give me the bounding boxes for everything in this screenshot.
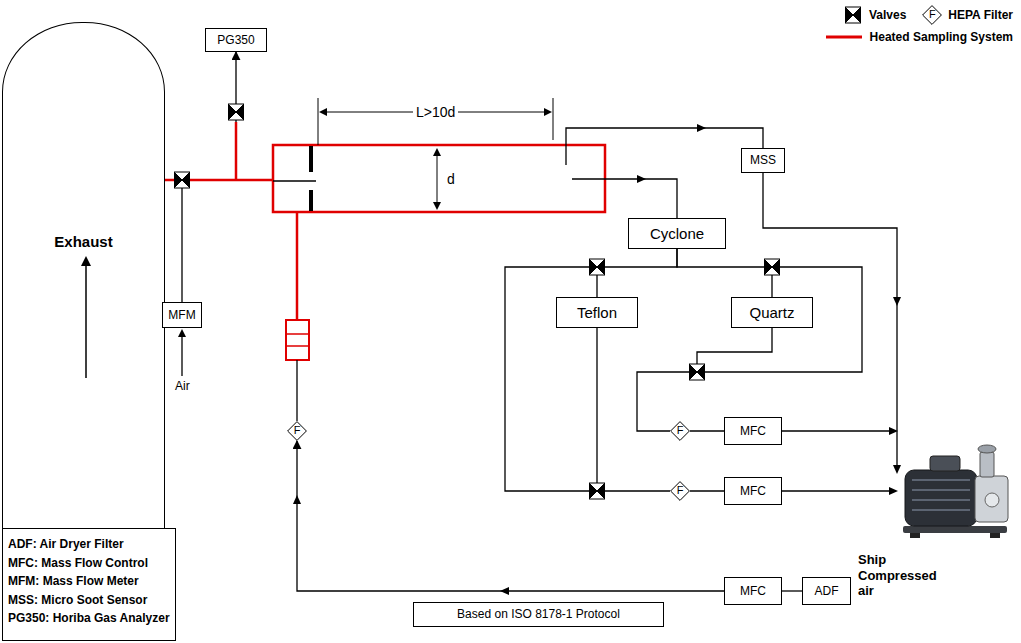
flow-controller-box: MFC bbox=[724, 417, 782, 445]
filter-holder-box: Teflon bbox=[556, 297, 638, 328]
box-label: Exhaust bbox=[54, 233, 112, 251]
flow-meter-box: MFM bbox=[162, 302, 202, 328]
heated-line-sample bbox=[826, 36, 862, 39]
flow-line bbox=[597, 249, 677, 297]
hepa-filter: F bbox=[670, 481, 690, 501]
dimension-label: L>10d bbox=[413, 104, 458, 121]
flow-line bbox=[637, 328, 772, 431]
dimension-label: d bbox=[447, 171, 455, 188]
box-label: Cyclone bbox=[650, 225, 704, 243]
inlet-label: Air bbox=[175, 379, 190, 393]
box-label: F bbox=[677, 424, 684, 437]
box-label: Based on ISO 8178-1 Protocol bbox=[457, 607, 620, 621]
abbreviation-line: MFM: Mass Flow Meter bbox=[8, 572, 170, 591]
heated-line-symbol bbox=[824, 32, 864, 42]
flow-line bbox=[297, 441, 724, 591]
filter-holder-box: Quartz bbox=[731, 297, 813, 328]
valve-symbol bbox=[843, 5, 863, 25]
filter-outline bbox=[671, 482, 690, 501]
legend-text: Valves bbox=[869, 8, 906, 22]
exhaust-stack: Exhaust bbox=[2, 22, 165, 612]
analyzer-box: PG350 bbox=[205, 28, 267, 52]
flow-line bbox=[690, 490, 724, 491]
abbreviation-line: MFC: Mass Flow Control bbox=[8, 554, 170, 573]
flow-line bbox=[690, 430, 724, 431]
box-label: Teflon bbox=[577, 304, 617, 322]
flow-controller-box: MFC bbox=[724, 577, 782, 605]
filter-letter: F bbox=[929, 8, 936, 21]
filter-outline bbox=[923, 6, 942, 25]
filter-outline bbox=[288, 422, 307, 441]
legend-row: Valves F HEPA Filter bbox=[824, 4, 1013, 26]
flow-controller-box: MFC bbox=[724, 477, 782, 505]
hepa-filter: F bbox=[670, 421, 690, 441]
dryer-box: ADF bbox=[802, 577, 851, 605]
legend-row: Heated Sampling System bbox=[824, 26, 1013, 48]
cyclone-box: Cyclone bbox=[628, 218, 726, 249]
box-label: ADF bbox=[815, 584, 839, 598]
filter-symbol: F bbox=[922, 5, 942, 25]
box-label: Quartz bbox=[749, 304, 794, 322]
box-label: MFC bbox=[740, 484, 766, 498]
hepa-filter: F bbox=[287, 421, 307, 441]
protocol-note-box: Based on ISO 8178-1 Protocol bbox=[413, 602, 664, 627]
box-label: MFC bbox=[740, 424, 766, 438]
box-label: MSS bbox=[750, 153, 776, 167]
box-label: MFM bbox=[168, 308, 195, 322]
supply-label: Ship Compressed air bbox=[858, 552, 942, 599]
abbreviation-box: ADF: Air Dryer FilterMFC: Mass Flow Cont… bbox=[2, 528, 176, 641]
sensor-box: MSS bbox=[741, 148, 785, 173]
box-label: F bbox=[677, 484, 684, 497]
flow-line bbox=[165, 52, 236, 180]
legend: Valves F HEPA FilterHeated Sampling System bbox=[824, 4, 1013, 48]
box-label: MFC bbox=[740, 584, 766, 598]
flow-line bbox=[782, 590, 802, 591]
box-label: F bbox=[294, 424, 301, 437]
legend-text: HEPA Filter bbox=[948, 8, 1013, 22]
flow-line bbox=[677, 249, 772, 297]
legend-text: Heated Sampling System bbox=[870, 30, 1013, 44]
box-label: PG350 bbox=[217, 33, 254, 47]
flow-line bbox=[597, 328, 670, 491]
abbreviation-line: ADF: Air Dryer Filter bbox=[8, 535, 170, 554]
abbreviation-line: MSS: Micro Soot Sensor bbox=[8, 591, 170, 610]
filter-outline bbox=[671, 422, 690, 441]
abbreviation-line: PG350: Horiba Gas Analyzer bbox=[8, 609, 170, 628]
